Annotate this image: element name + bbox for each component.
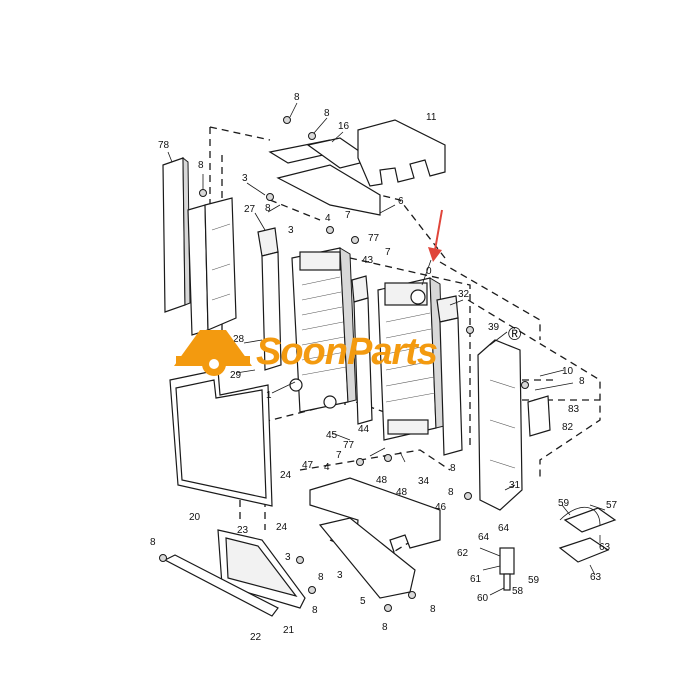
- callout-24: 24: [276, 522, 288, 533]
- callout-5: 5: [360, 596, 366, 607]
- callout-58: 58: [512, 586, 524, 597]
- callout-8: 8: [312, 605, 318, 616]
- part-20-screen-panel: [169, 369, 273, 507]
- callout-8: 8: [294, 92, 300, 103]
- callout-8: 8: [430, 604, 436, 615]
- callout-8: 8: [324, 108, 330, 119]
- bolts: [159, 116, 529, 612]
- part-21-lower-grille: [217, 529, 306, 609]
- callout-3: 3: [288, 225, 294, 236]
- part-58-fitting: [499, 547, 515, 591]
- callout-48: 48: [376, 475, 388, 486]
- part-1-radiator-core: [289, 247, 357, 413]
- part-63-hoses: [558, 506, 617, 563]
- callout-31: 31: [509, 480, 521, 491]
- callout-4: 4: [325, 213, 331, 224]
- part-43-post: [351, 275, 373, 425]
- callout-47: 47: [302, 460, 314, 471]
- callout-22: 22: [250, 632, 262, 643]
- callout-77: 77: [368, 233, 380, 244]
- callout-7: 7: [345, 210, 351, 221]
- part-11-top-seal: [357, 119, 446, 187]
- callout-3: 3: [242, 173, 248, 184]
- callout-64: 64: [498, 523, 510, 534]
- callout-59: 59: [528, 575, 540, 586]
- callout-4: 4: [324, 462, 330, 473]
- part-5-bottom-plate: [318, 517, 416, 599]
- callout-1: 1: [266, 390, 272, 401]
- part-22-lower-rail: [163, 554, 279, 617]
- callout-77: 77: [343, 440, 355, 451]
- watermark-text: SoonParts: [256, 331, 437, 373]
- soonparts-watermark: SoonParts ®: [174, 324, 521, 376]
- callout-24: 24: [280, 470, 292, 481]
- part-31-side-frame: [477, 339, 523, 511]
- callout-23: 23: [237, 525, 249, 536]
- callout-28: 28: [233, 334, 245, 345]
- callout-63: 63: [599, 542, 611, 553]
- part-top-plates: [268, 137, 381, 216]
- registered-mark: ®: [508, 324, 521, 344]
- callout-8: 8: [150, 537, 156, 548]
- part-83-bracket: [527, 395, 551, 437]
- callout-45: 45: [326, 430, 338, 441]
- callout-20: 20: [189, 512, 201, 523]
- part-0-cooler-core: [377, 277, 445, 441]
- callout-10: 10: [562, 366, 574, 377]
- callout-64: 64: [478, 532, 490, 543]
- callout-59: 59: [558, 498, 570, 509]
- callout-57: 57: [606, 500, 618, 511]
- part-27-post: [257, 227, 282, 371]
- red-pointer-arrow: [428, 209, 443, 262]
- callout-29: 29: [230, 370, 242, 381]
- part-32-post: [436, 295, 463, 456]
- callout-21: 21: [283, 625, 295, 636]
- callout-3: 3: [285, 552, 291, 563]
- callout-78: 78: [158, 140, 170, 151]
- callout-8: 8: [579, 376, 585, 387]
- gear-logo-icon: [174, 330, 252, 376]
- callout-6: 6: [398, 196, 404, 207]
- callout-82: 82: [562, 422, 574, 433]
- callout-8: 8: [450, 463, 456, 474]
- callout-44: 44: [358, 424, 370, 435]
- callout-8: 8: [198, 160, 204, 171]
- callout-labels: 8 8 16 11 78 8 3 8 6 27 3 4 7 77 7 43 0 …: [150, 92, 618, 643]
- callout-8: 8: [265, 203, 271, 214]
- callout-83: 83: [568, 404, 580, 415]
- callout-62: 62: [457, 548, 469, 559]
- callout-46: 46: [435, 502, 447, 513]
- leader-lines: [167, 102, 606, 596]
- callout-61: 61: [470, 574, 482, 585]
- callout-32: 32: [458, 289, 470, 300]
- callout-48: 48: [396, 487, 408, 498]
- callout-8: 8: [448, 487, 454, 498]
- callout-43: 43: [362, 255, 374, 266]
- callout-7: 7: [336, 450, 342, 461]
- callout-63: 63: [590, 572, 602, 583]
- part-bracket-left: [187, 197, 237, 336]
- callout-60: 60: [477, 593, 489, 604]
- callout-7: 7: [385, 247, 391, 258]
- callout-27: 27: [244, 204, 256, 215]
- callout-34: 34: [418, 476, 430, 487]
- callout-3: 3: [337, 570, 343, 581]
- callout-16: 16: [338, 121, 350, 132]
- callout-39: 39: [488, 322, 500, 333]
- callout-0: 0: [426, 266, 432, 277]
- part-78-side-seal: [162, 156, 191, 313]
- callout-11: 11: [426, 112, 437, 123]
- callout-8: 8: [318, 572, 324, 583]
- callout-8: 8: [382, 622, 388, 633]
